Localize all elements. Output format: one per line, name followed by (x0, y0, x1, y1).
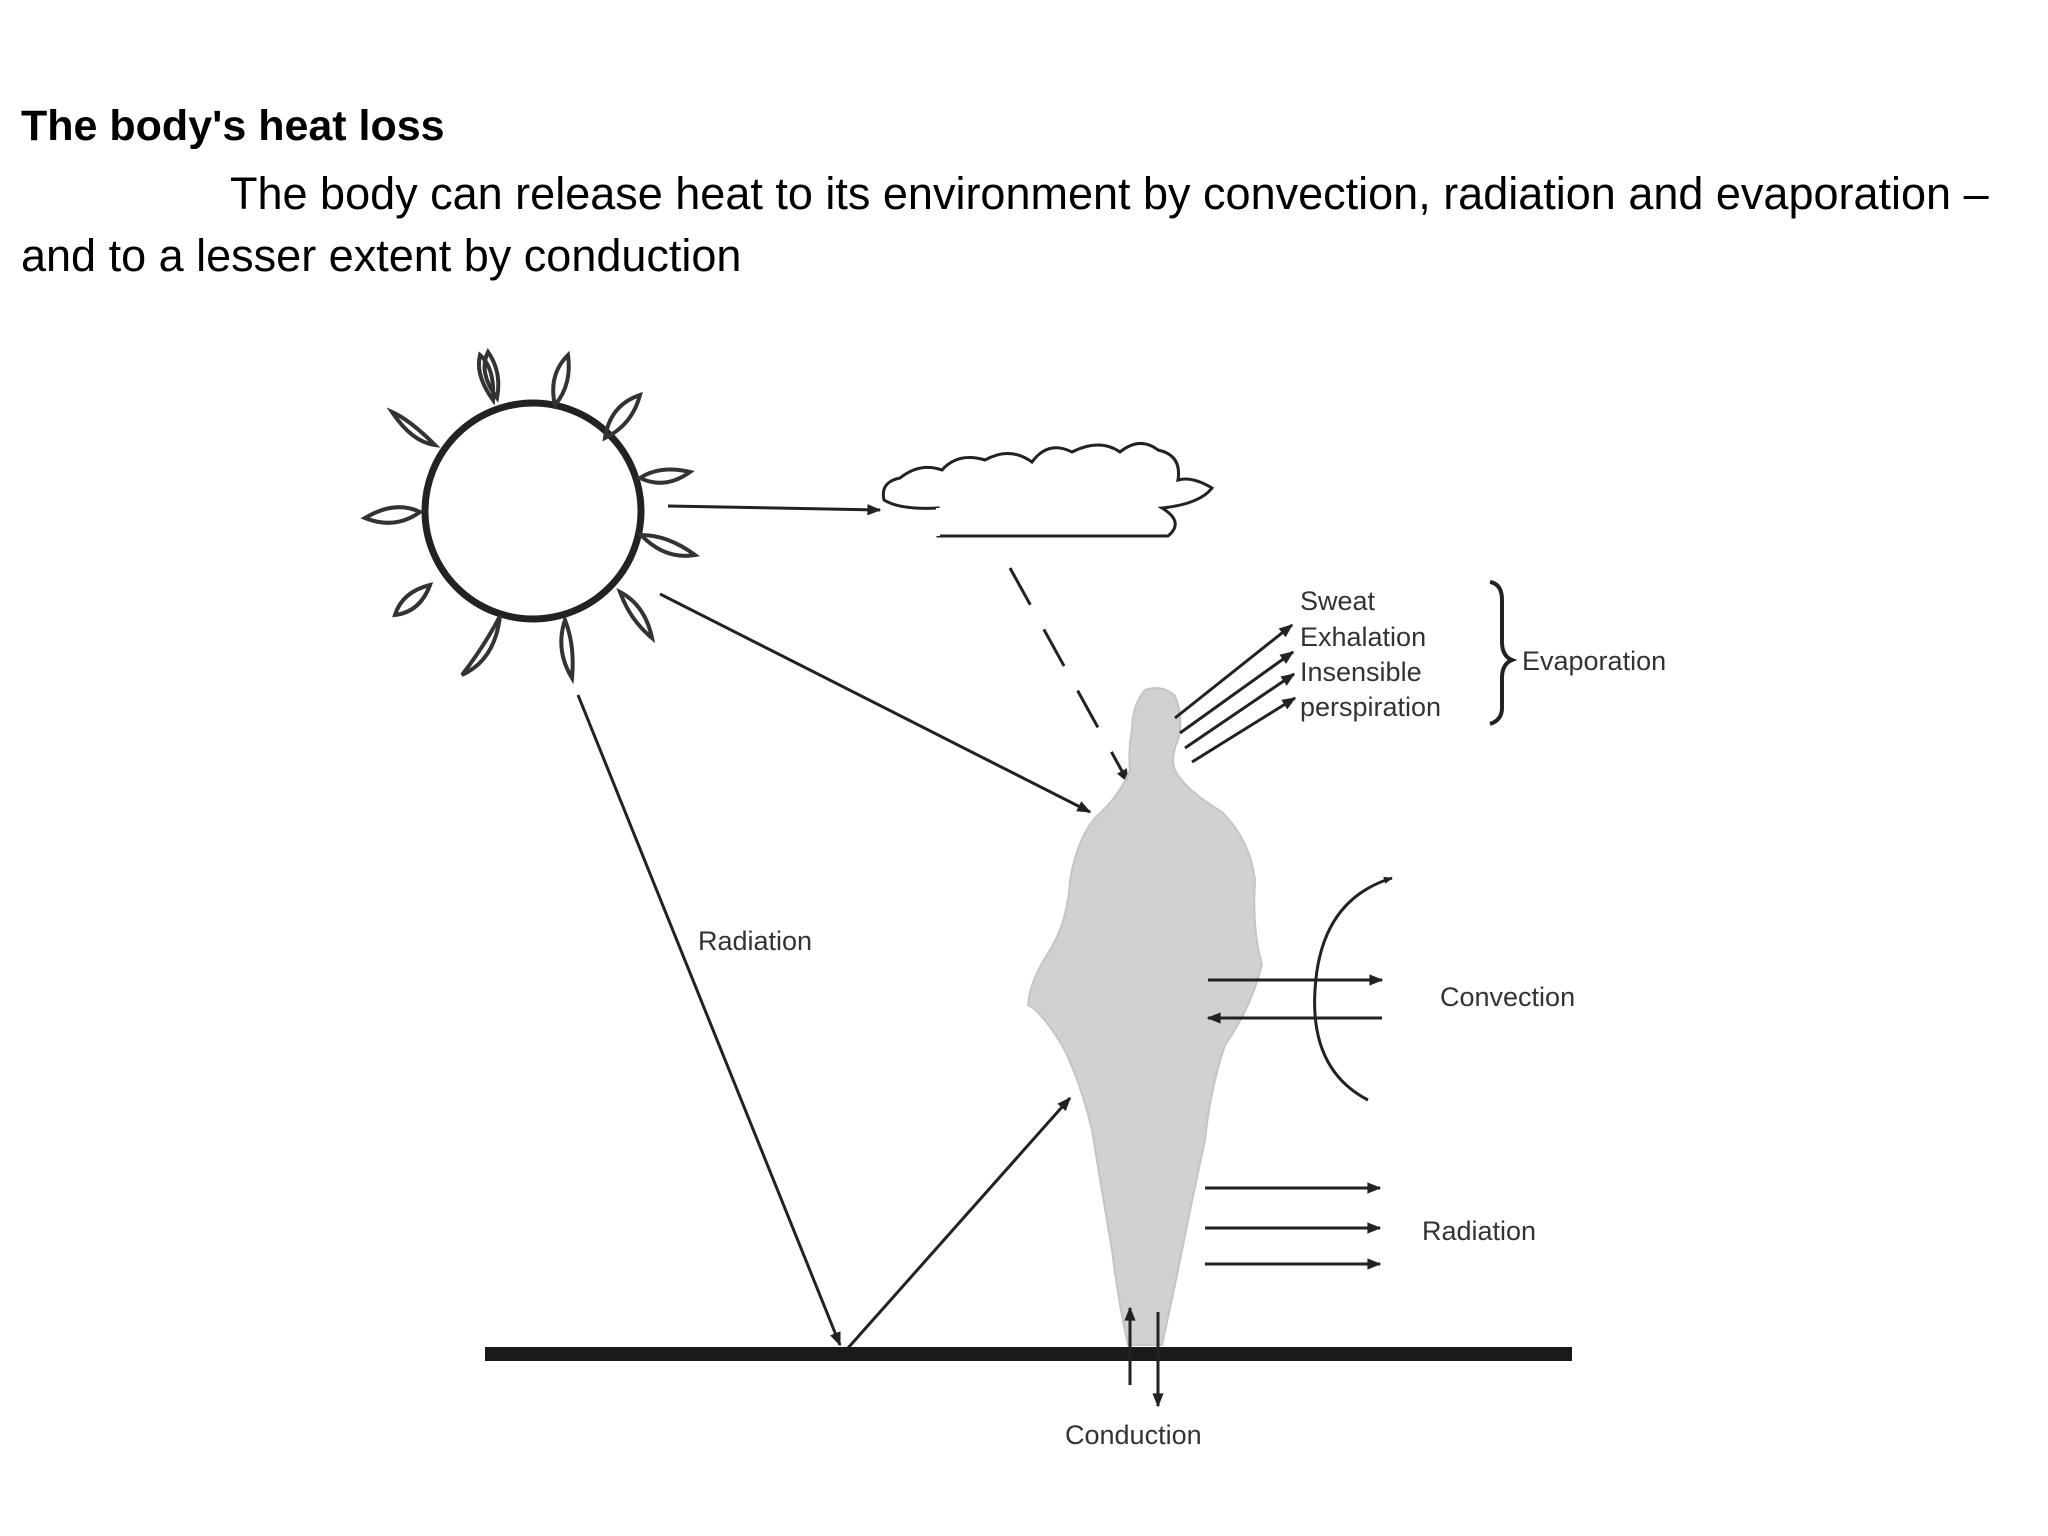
incoming-radiation-label: Radiation (698, 926, 812, 956)
sun-to-body-arrow (659, 592, 1092, 814)
conduction-label: Conduction (1065, 1420, 1202, 1450)
evaporation-source-insensible: Insensible (1300, 657, 1422, 687)
convection-label: Convection (1440, 982, 1575, 1012)
outgoing-radiation-label: Radiation (1422, 1216, 1536, 1246)
evaporation-source-perspiration: perspiration (1300, 692, 1441, 722)
cloud-to-body-dashed-arrow (1008, 567, 1130, 784)
sun-to-ground-arrow (576, 694, 842, 1347)
evaporation-source-sweat: Sweat (1300, 586, 1376, 616)
convection-loop-arrow (1313, 876, 1393, 1102)
evaporation-source-exhalation: Exhalation (1300, 622, 1426, 652)
evaporation-arrows (1174, 623, 1297, 764)
sun-icon (360, 348, 700, 685)
cloud-icon (881, 442, 1215, 538)
evaporation-brace (1489, 580, 1518, 726)
slide-title: The body's heat loss (21, 102, 445, 150)
body-silhouette (1026, 687, 1264, 1346)
slide-body-text: The body can release heat to its environ… (21, 168, 1989, 281)
evaporation-label: Evaporation (1522, 646, 1666, 676)
ground-to-body-arrow (846, 1096, 1072, 1349)
sun-to-cloud-arrow (667, 504, 882, 516)
outgoing-radiation-arrows (1205, 1182, 1382, 1270)
